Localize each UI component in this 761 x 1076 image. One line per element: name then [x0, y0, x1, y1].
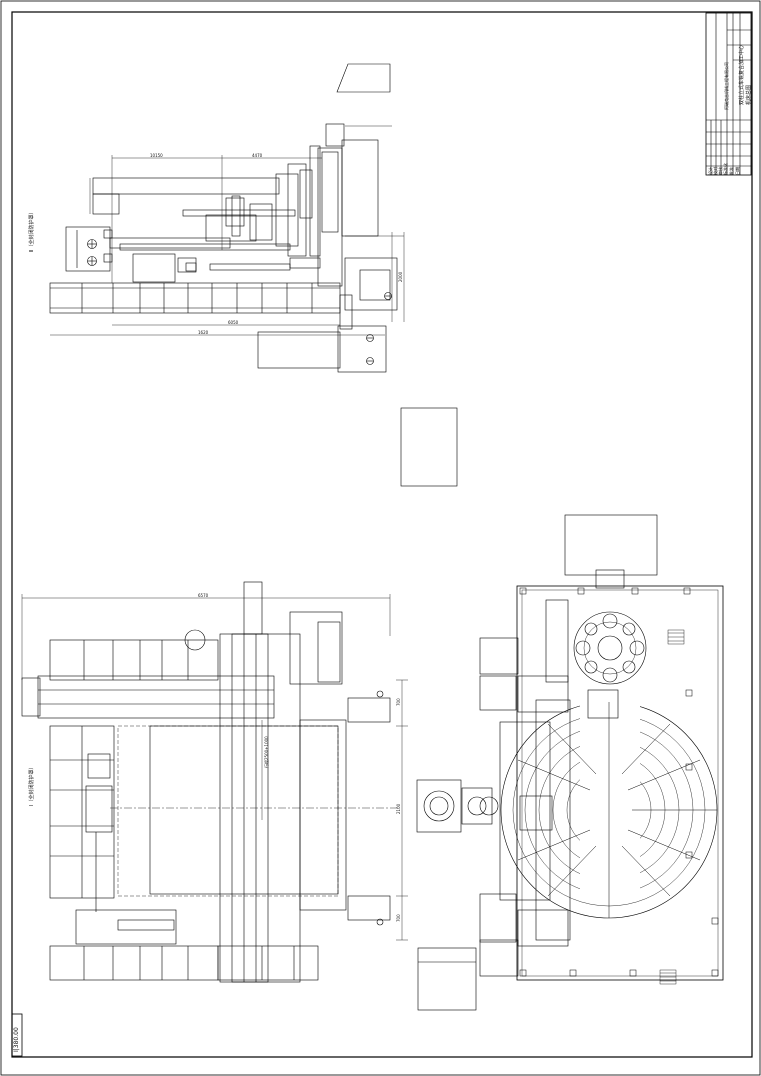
top-view	[49, 63, 458, 487]
plan-view	[416, 514, 724, 1011]
dim-left-height-bot: 700	[396, 914, 401, 922]
inner-frame	[11, 11, 753, 1058]
top-guard-tag	[336, 63, 391, 93]
title-company: 阿瑞克吉机械工程有限公司	[724, 62, 729, 110]
dim-top-overall-length: 6050	[228, 320, 239, 325]
title-row-approve: 批准	[729, 167, 734, 175]
title-block	[705, 12, 752, 176]
front-view	[21, 581, 408, 983]
title-row-standard: 标准化	[723, 163, 728, 175]
title-drawing-name: 机床总图	[746, 84, 752, 105]
sheet-note: Ⅰ|380.00	[13, 1027, 20, 1052]
dim-top-mid: 4470	[252, 153, 263, 158]
dim-left-overall: 6570	[198, 593, 209, 598]
reference-frame	[400, 407, 458, 487]
dim-left-height-top: 700	[396, 698, 401, 706]
dim-left-height-mid: 2100	[396, 803, 401, 814]
title-project: 双柱立式车铣复合加工中心	[739, 44, 745, 105]
left-view-label: Ⅰ（全封闭防护罩）	[29, 764, 35, 806]
dim-top-overall-width: 10150	[150, 153, 163, 158]
dim-left-stroke: 行程2500+1000	[264, 736, 269, 768]
dim-top-height: 2000	[398, 271, 403, 282]
top-view-label: Ⅱ（全封闭防护罩）	[29, 209, 35, 252]
dim-top-right: 1620	[198, 330, 209, 335]
title-row-date: 日期	[735, 167, 740, 175]
